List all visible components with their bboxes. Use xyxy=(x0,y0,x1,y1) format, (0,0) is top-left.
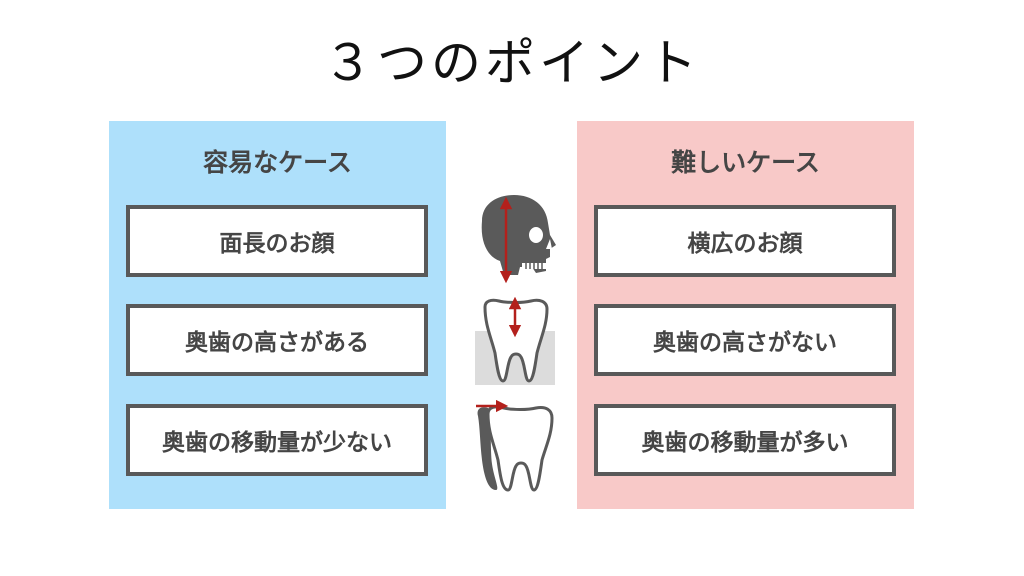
page-title: ３つのポイント xyxy=(323,34,701,92)
tooth-tipping-icon xyxy=(476,399,554,492)
hard-item-wide-face: 横広のお顔 xyxy=(594,205,896,277)
hard-case-heading: 難しいケース xyxy=(671,148,820,177)
easy-case-panel: 容易なケース 面長のお顔 奥歯の高さがある 奥歯の移動量が少ない xyxy=(109,121,446,509)
easy-item-small-movement: 奥歯の移動量が少ない xyxy=(126,404,428,476)
tooth-height-icon xyxy=(475,297,555,385)
skull-profile-icon xyxy=(481,195,556,284)
easy-item-molar-height: 奥歯の高さがある xyxy=(126,304,428,376)
easy-item-long-face: 面長のお顔 xyxy=(126,205,428,277)
hard-item-no-molar-height: 奥歯の高さがない xyxy=(594,304,896,376)
hard-case-panel: 難しいケース 横広のお顔 奥歯の高さがない 奥歯の移動量が多い xyxy=(577,121,914,509)
hard-item-large-movement: 奥歯の移動量が多い xyxy=(594,404,896,476)
easy-case-heading: 容易なケース xyxy=(203,148,352,177)
